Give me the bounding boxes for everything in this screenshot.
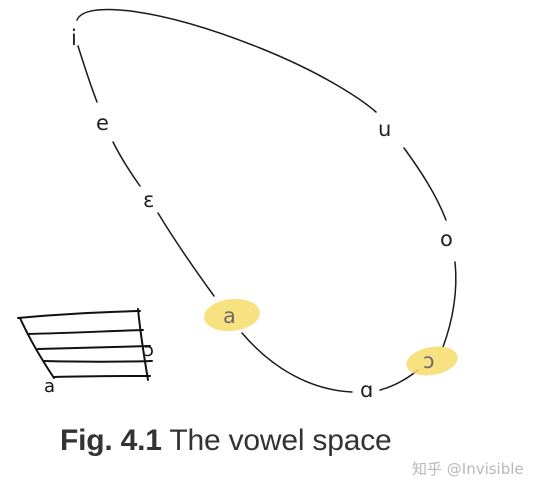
watermark: 知乎 @Invisible xyxy=(412,460,524,478)
vowel-open-o: ɔ xyxy=(423,349,435,373)
sketch-line-3 xyxy=(37,345,151,350)
sketch-label-a: a xyxy=(44,376,55,397)
vowel-u: u xyxy=(378,117,391,141)
sketch-bottom-line xyxy=(53,375,151,378)
highlight-a xyxy=(204,298,260,332)
vowel-e: e xyxy=(96,111,109,135)
outline-top-arc xyxy=(76,8,377,113)
vowel-open-e: ɛ xyxy=(143,188,154,212)
sketch-line-2 xyxy=(27,329,144,335)
sketch-top-line xyxy=(17,310,141,319)
caption-label: Fig. 4.1 xyxy=(60,424,162,457)
figure-caption: Fig. 4.1 The vowel space xyxy=(60,424,392,458)
sketch-label-open-o: ɔ xyxy=(144,340,154,361)
outline-script-a-open-o xyxy=(379,369,419,391)
outline-open-o-o xyxy=(442,261,457,348)
outline-o-u xyxy=(403,147,447,221)
outline-left-eps-a xyxy=(157,212,215,297)
vowel-outline xyxy=(76,8,457,393)
vowel-o: o xyxy=(440,227,453,251)
sketch-line-4 xyxy=(43,360,153,363)
vowel-a: a xyxy=(223,304,236,328)
outline-left-i-e xyxy=(77,45,98,103)
outline-left-e-eps xyxy=(112,141,141,187)
vowel-i: i xyxy=(71,26,77,50)
highlight-open-o xyxy=(406,346,458,376)
sketch-left-line xyxy=(19,317,55,379)
outline-a-script-a xyxy=(241,332,353,393)
vowel-script-a: ɑ xyxy=(360,378,373,402)
caption-text: The vowel space xyxy=(161,424,392,457)
sketch-right-line xyxy=(137,308,149,381)
highlights xyxy=(204,298,458,376)
vowel-trapezoid-sketch xyxy=(17,308,153,381)
